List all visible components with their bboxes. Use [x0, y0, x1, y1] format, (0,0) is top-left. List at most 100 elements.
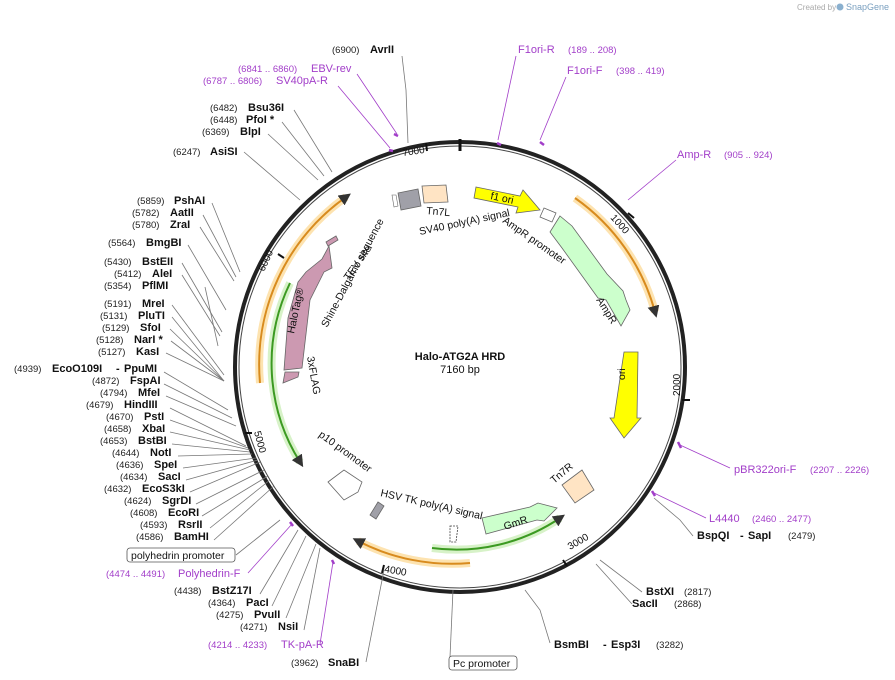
primer-sv40pa-r[interactable]: (6787 .. 6806)SV40pA-R [203, 75, 328, 87]
site-ecoo109i[interactable]: (4939)EcoO109I-PpuMI [14, 363, 157, 375]
svg-text:f1 ori: f1 ori [489, 190, 514, 207]
svg-text:(4632): (4632) [104, 484, 131, 495]
primer-amp-r[interactable]: Amp-R(905 .. 924) [677, 149, 773, 161]
site-paci[interactable]: (4364)PacI [208, 597, 269, 609]
svg-text:(5859): (5859) [137, 196, 164, 207]
site-blpi[interactable]: (6369)BlpI [202, 126, 261, 138]
site-mrei[interactable]: (5191)MreI [104, 298, 165, 310]
svg-text:SpeI: SpeI [154, 459, 177, 471]
primer-f1ori-r[interactable]: F1ori-R(189 .. 208) [518, 44, 617, 56]
site-snabi[interactable]: (3962) SnaBI [291, 657, 359, 669]
svg-text:SacII: SacII [632, 598, 658, 610]
site-pshai[interactable]: (5859)PshAI [137, 195, 205, 207]
svg-text:(4872): (4872) [92, 376, 119, 387]
feature-f1-ori[interactable]: f1 ori [473, 186, 541, 214]
site-sgrdi[interactable]: (4624)SgrDI [124, 495, 191, 507]
svg-text:(4474 .. 4491): (4474 .. 4491) [106, 569, 165, 580]
site-bstxi[interactable]: BstXI(2817) [646, 586, 711, 598]
primer-ebv-rev[interactable]: (6841 .. 6860)EBV-rev [238, 63, 352, 75]
svg-text:BamHI: BamHI [174, 531, 209, 543]
site-labels: (6900)AvrII (6482)Bsu36I (6448)PfoI * (6… [14, 44, 815, 669]
promoter-box-polyhedrin[interactable]: polyhedrin promoter [126, 547, 236, 563]
svg-text:SnaBI: SnaBI [328, 657, 359, 669]
snapgene-watermark: Created by SnapGene [797, 2, 889, 12]
feature-ori[interactable]: ori [609, 351, 642, 439]
site-saci[interactable]: (4634)SacI [120, 471, 181, 483]
svg-text:(3962): (3962) [291, 658, 318, 669]
site-ecos3ki[interactable]: (4632)EcoS3kI [104, 483, 185, 495]
site-hindiii[interactable]: (4679)HindIII [86, 399, 158, 411]
site-fspai[interactable]: (4872)FspAI [92, 375, 161, 387]
svg-text:SnapGene: SnapGene [846, 2, 889, 12]
svg-text:(5354): (5354) [104, 281, 131, 292]
site-bstbi[interactable]: (4653)BstBI [100, 435, 167, 447]
primer-tk-pa-r[interactable]: (4214 .. 4233) TK-pA-R [208, 639, 324, 651]
site-ecori[interactable]: (4608)EcoRI [130, 507, 199, 519]
site-nsii[interactable]: (4271)NsiI [240, 621, 298, 633]
site-sacii[interactable]: SacII (2868) [632, 598, 701, 610]
svg-text:Bsu36I: Bsu36I [248, 102, 284, 114]
primer-polyhedrin-f[interactable]: (4474 .. 4491) Polyhedrin-F [106, 568, 241, 580]
svg-text:F1ori-F: F1ori-F [567, 65, 603, 77]
feature-hsv-tk-polya[interactable]: HSV TK poly(A) signal [379, 487, 484, 543]
site-nari[interactable]: (5128)NarI * [96, 334, 163, 346]
site-bsteii[interactable]: (5430)BstEII [104, 256, 173, 268]
site-rsrii[interactable]: (4593)RsrII [140, 519, 202, 531]
svg-text:(6369): (6369) [202, 127, 229, 138]
feature-halotag[interactable]: HaloTag® [283, 244, 333, 371]
tick-5000: 5000 [251, 430, 267, 455]
svg-text:TK-pA-R: TK-pA-R [281, 639, 324, 651]
svg-text:(189 .. 208): (189 .. 208) [568, 45, 617, 56]
svg-text:-: - [116, 363, 120, 375]
site-bamhi[interactable]: (4586)BamHI [136, 531, 209, 543]
site-mfei[interactable]: (4794)MfeI [100, 387, 160, 399]
site-xbai[interactable]: (4658)XbaI [104, 423, 165, 435]
site-pflmi[interactable]: (5354)PflMI [104, 280, 168, 292]
site-aatii[interactable]: (5782)AatII [132, 207, 194, 219]
svg-text:(4679): (4679) [86, 400, 113, 411]
svg-text:(2868): (2868) [674, 599, 701, 610]
svg-text:(6247): (6247) [173, 147, 200, 158]
feature-tn7l[interactable]: Tn7L [421, 184, 451, 219]
feature-tn7r[interactable]: Tn7R [548, 460, 595, 504]
site-bsmbi[interactable]: BsmBI-Esp3I(3282) [554, 639, 683, 651]
site-bspqi[interactable]: BspQI-SapI(2479) [697, 530, 815, 542]
site-pfoi[interactable]: (6448)PfoI * [210, 114, 275, 126]
site-noti[interactable]: (4644)NotI [112, 447, 171, 459]
site-kasi[interactable]: (5127)KasI [98, 346, 159, 358]
svg-text:AleI: AleI [152, 268, 172, 280]
primer-l4440[interactable]: L4440(2460 .. 2477) [709, 513, 811, 525]
primer-f1ori-f[interactable]: F1ori-F (398 .. 419) [567, 65, 665, 77]
svg-text:PacI: PacI [246, 597, 269, 609]
svg-text:(3282): (3282) [656, 640, 683, 651]
site-pluti[interactable]: (5131)PluTI [100, 310, 165, 322]
site-zrai[interactable]: (5780)ZraI [132, 219, 190, 231]
svg-text:3xFLAG: 3xFLAG [304, 355, 323, 395]
site-spei[interactable]: (4636)SpeI [116, 459, 177, 471]
feature-p10-promoter[interactable]: p10 promoter [316, 429, 374, 501]
primer-pbr322ori-f[interactable]: pBR322ori-F(2207 .. 2226) [734, 464, 869, 476]
svg-text:(5128): (5128) [96, 335, 123, 346]
site-alei[interactable]: (5412)AleI [114, 268, 172, 280]
svg-text:(398 .. 419): (398 .. 419) [616, 66, 665, 77]
site-pvuii[interactable]: (4275)PvuII [216, 609, 280, 621]
site-bstz17i[interactable]: (4438)BstZ17I [174, 585, 252, 597]
svg-text:Polyhedrin-F: Polyhedrin-F [178, 568, 241, 580]
svg-text:(4653): (4653) [100, 436, 127, 447]
svg-text:(4214 .. 4233): (4214 .. 4233) [208, 640, 267, 651]
tick-3000: 3000 [566, 532, 591, 553]
site-asisi[interactable]: (6247)AsiSI [173, 146, 238, 158]
svg-text:pBR322ori-F: pBR322ori-F [734, 464, 797, 476]
site-bmgbi[interactable]: (5564)BmgBI [108, 237, 181, 249]
site-psti[interactable]: (4670)PstI [106, 411, 164, 423]
svg-text:PpuMI: PpuMI [124, 363, 157, 375]
backbone [233, 139, 687, 594]
site-sfoi[interactable]: (5129)SfoI [102, 322, 161, 334]
svg-text:(4794): (4794) [100, 388, 127, 399]
promoter-box-pc[interactable]: Pc promoter [448, 655, 518, 671]
site-avrii[interactable]: (6900)AvrII [332, 44, 394, 56]
feature-gray-box-bottom[interactable] [369, 501, 385, 520]
svg-text:polyhedrin promoter: polyhedrin promoter [131, 550, 225, 562]
site-bsu36i[interactable]: (6482)Bsu36I [210, 102, 284, 114]
tick-7000: 7000 [402, 145, 426, 159]
